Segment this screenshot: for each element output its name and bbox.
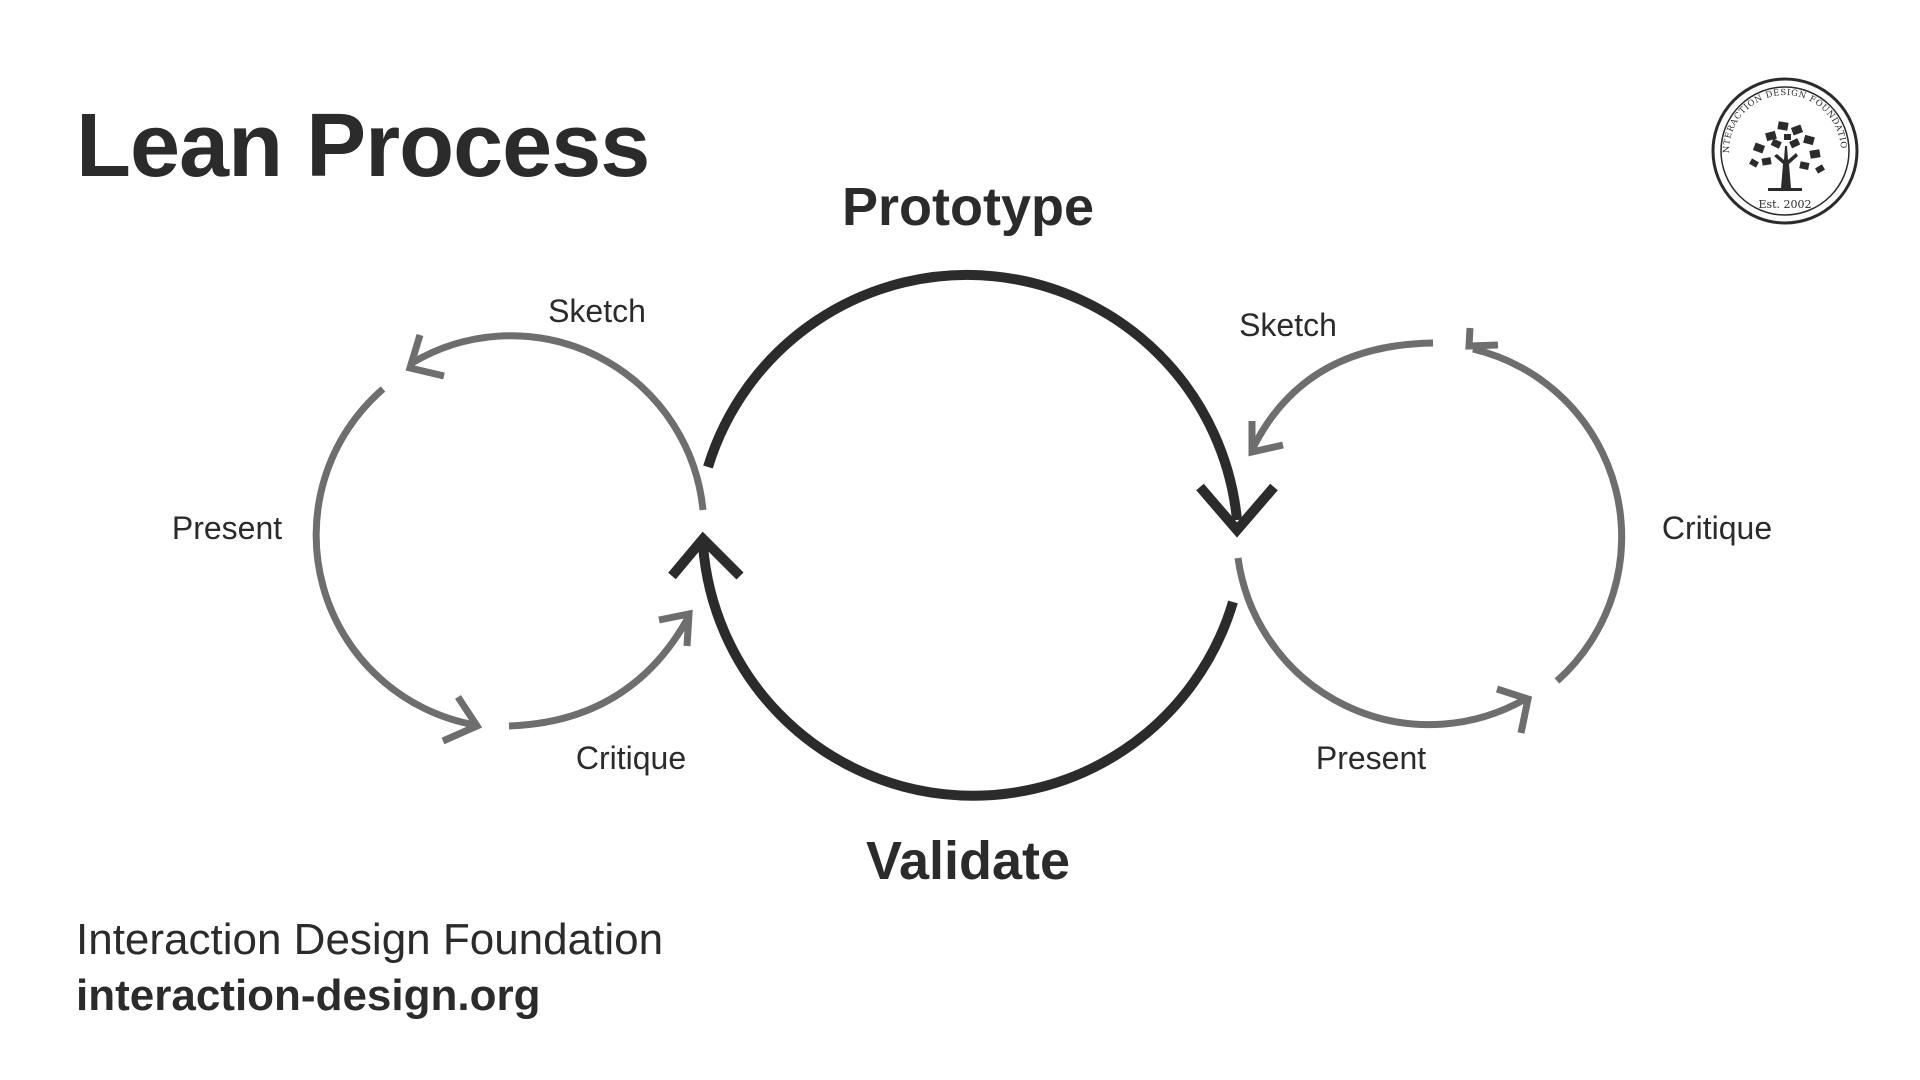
page-title: Lean Process [76,96,650,196]
left-arrowhead-present [441,695,483,745]
left-arc-present [312,386,476,729]
right-sketch-label: Sketch [1239,307,1337,343]
left-arrowhead-critique [658,609,693,647]
left-arrowhead-sketch [405,333,445,380]
organization-name: Interaction Design Foundation [76,915,664,964]
tree-icon [1749,121,1825,191]
right-arrowhead-sketch [1248,421,1284,457]
prototype-label: Prototype [841,177,1095,237]
right-present-label: Present [1315,740,1427,776]
main-arc-top [703,270,1242,521]
right-arrowhead-critique [1465,327,1499,350]
left-sketch-label: Sketch [548,293,646,329]
left-critique-label: Critique [575,740,687,776]
idf-logo: INTERACTION DESIGN FOUNDATION Est. 2002 [1710,76,1859,225]
right-arc-present [1234,557,1529,729]
right-arrowhead-present [1495,685,1533,734]
left-arc-critique [508,616,692,730]
right-critique-label: Critique [1661,510,1773,546]
logo-established-text: Est. 2002 [1758,198,1811,211]
main-cycle [668,270,1278,801]
left-cycle [312,332,707,745]
logo-inner-ring [1720,86,1850,216]
website-link[interactable]: interaction-design.org [76,971,541,1020]
validate-label: Validate [865,831,1071,891]
main-arrowhead-left [668,531,744,580]
main-arrowhead-right [1196,483,1278,538]
left-arc-sketch [410,332,707,511]
right-cycle [1234,327,1626,734]
right-arc-sketch [1248,339,1434,452]
main-arc-bottom [698,544,1238,801]
right-arc-critique [1472,345,1626,684]
left-present-label: Present [171,510,283,546]
